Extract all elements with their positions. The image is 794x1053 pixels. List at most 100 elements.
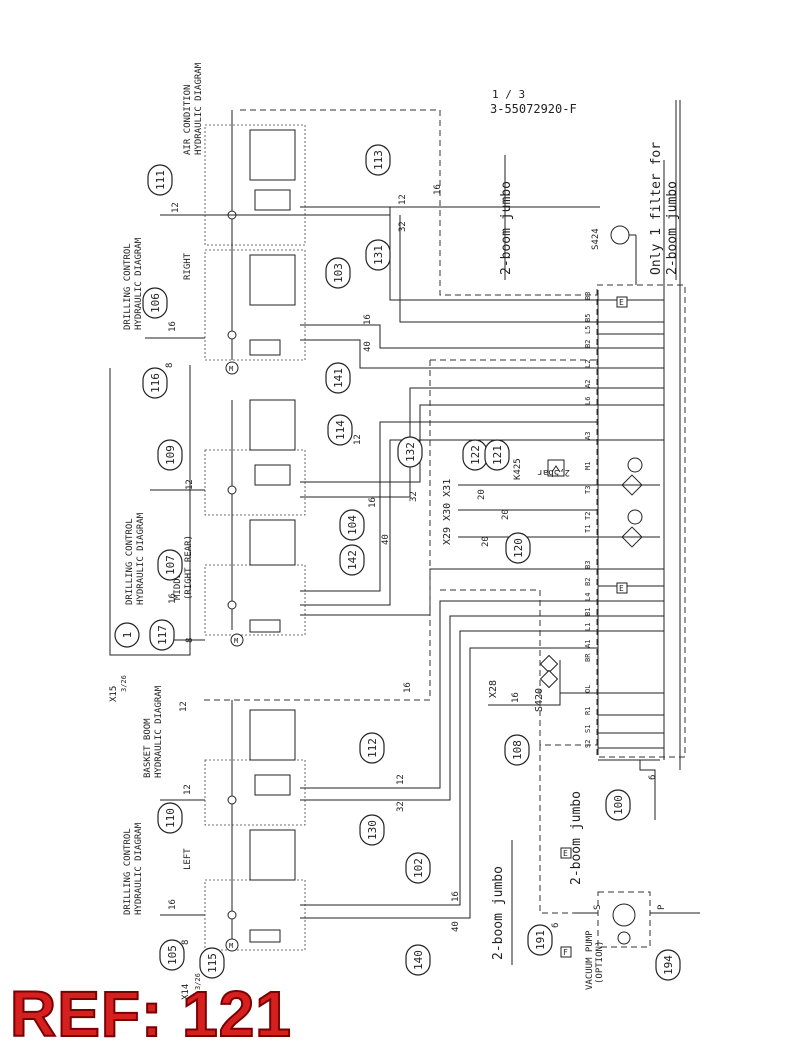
svg-text:L6: L6 [584,397,592,405]
motor-symbol-left: M [225,938,239,952]
callout-bubble-121: 121 [484,439,510,471]
svg-text:40: 40 [451,921,461,932]
svg-text:16: 16 [403,682,413,693]
callout-bubble-114: 114 [327,414,353,446]
svg-text:8: 8 [165,363,175,368]
callout-bubble-107: 107 [157,549,183,581]
svg-text:B3: B3 [584,561,592,569]
svg-text:1: 1 [121,632,134,639]
svg-text:E: E [619,584,624,593]
callout-bubble-140: 140 [405,944,431,976]
svg-text:109: 109 [164,445,177,465]
x15-ref: 3/26 [120,675,128,692]
e-marker-upper [616,296,628,308]
svg-text:MIDDLE: MIDDLE [173,567,183,600]
k425-label: K425 [513,458,523,480]
svg-text:A1: A1 [584,640,592,648]
svg-text:DRILLING CONTROL: DRILLING CONTROL [123,243,133,330]
callout-bubble-108: 108 [504,734,530,766]
svg-text:32: 32 [409,491,419,502]
svg-text:115: 115 [206,953,219,973]
svg-text:16: 16 [433,184,443,195]
svg-text:20: 20 [477,489,487,500]
svg-text:100: 100 [612,795,625,815]
svg-text:DRILLING CONTROL: DRILLING CONTROL [125,518,135,605]
callout-bubble-115: 115 [199,947,225,979]
motor-symbol-middle: M [230,633,244,647]
svg-text:194: 194 [662,955,675,975]
filter-note-line2: 2-boom jumbo [665,181,680,275]
suction-filter-s420 [539,654,559,689]
svg-text:6: 6 [551,923,561,928]
section-sub-middle: MIDDLE (RIGHT REAR) [173,535,194,600]
line-size-labels: 12 12 32 16 16 16 40 8 12 12 32 16 40 20… [165,184,658,945]
svg-text:L2: L2 [584,360,592,368]
svg-text:108: 108 [511,740,524,760]
svg-text:102: 102 [412,858,425,878]
svg-text:A3: A3 [584,432,592,440]
callout-bubble-100: 100 [605,789,631,821]
callout-bubble-132: 132 [397,436,423,468]
svg-text:A2: A2 [584,380,592,388]
svg-text:16: 16 [168,899,178,910]
svg-text:BASKET BOOM: BASKET BOOM [143,718,153,778]
svg-text:E: E [563,849,568,858]
callout-bubble-111: 111 [147,164,173,196]
svg-text:16: 16 [451,891,461,902]
svg-text:106: 106 [149,293,162,313]
section-title-right: DRILLING CONTROL HYDRAULIC DIAGRAM [123,237,144,330]
callout-bubble-117: 117 [149,619,175,651]
svg-text:8: 8 [185,638,195,643]
two-boom-note-upper: 2-boom jumbo [499,181,514,275]
svg-text:DRILLING CONTROL: DRILLING CONTROL [123,828,133,915]
s420-label: S420 [534,688,545,712]
svg-text:117: 117 [156,625,169,645]
ref-label: REF: 121 [9,978,292,1050]
svg-text:12: 12 [179,701,189,712]
svg-text:B2: B2 [584,340,592,348]
svg-text:141: 141 [332,368,345,388]
svg-text:HYDRAULIC DIAGRAM: HYDRAULIC DIAGRAM [134,237,144,330]
svg-text:130: 130 [366,820,379,840]
sheet-number: 1 / 3 [492,88,525,101]
svg-text:32: 32 [398,221,408,232]
callout-bubble-109: 109 [157,439,183,471]
svg-text:T2: T2 [584,512,592,520]
svg-text:104: 104 [346,515,359,535]
svg-text:S2: S2 [584,740,592,748]
section-sub-right: RIGHT [183,252,193,280]
svg-text:20: 20 [481,536,491,547]
callout-bubble-102: 102 [405,852,431,884]
svg-text:B3: B3 [584,292,592,300]
svg-text:16: 16 [363,314,373,325]
s424-switch [610,225,630,245]
svg-text:RIGHT: RIGHT [183,252,193,280]
callout-bubble-142: 142 [339,544,365,576]
pressure-setting: 2,5bar [537,467,570,477]
svg-text:20: 20 [501,509,511,520]
svg-text:12: 12 [183,784,193,795]
section-title-left: DRILLING CONTROL HYDRAULIC DIAGRAM [123,822,144,915]
svg-text:122: 122 [469,445,482,465]
callout-bubble-122: 122 [462,439,488,471]
section-sub-left: LEFT [183,848,193,870]
f-marker [560,946,572,958]
svg-text:S1: S1 [584,725,592,733]
two-boom-note-mid: 2-boom jumbo [569,791,584,885]
svg-text:HYDRAULIC DIAGRAM: HYDRAULIC DIAGRAM [194,62,204,155]
svg-text:(RIGHT REAR): (RIGHT REAR) [184,535,194,600]
vacuum-pump-label: VACUUM PUMP (OPTION) [585,930,605,990]
callout-bubble-112: 112 [359,732,385,764]
x15-label: X15 [109,686,119,702]
svg-text:116: 116 [149,373,162,393]
svg-text:VACUUM PUMP: VACUUM PUMP [585,930,595,990]
svg-text:R1: R1 [584,707,592,715]
callout-bubbles: 1111061161131311031411091141321041421071… [114,144,681,981]
callout-bubble-191: 191 [527,924,553,956]
svg-text:12: 12 [185,479,195,490]
callout-bubble-110: 110 [157,802,183,834]
svg-text:12: 12 [398,194,408,205]
svg-text:121: 121 [491,445,504,465]
svg-text:E: E [619,298,624,307]
